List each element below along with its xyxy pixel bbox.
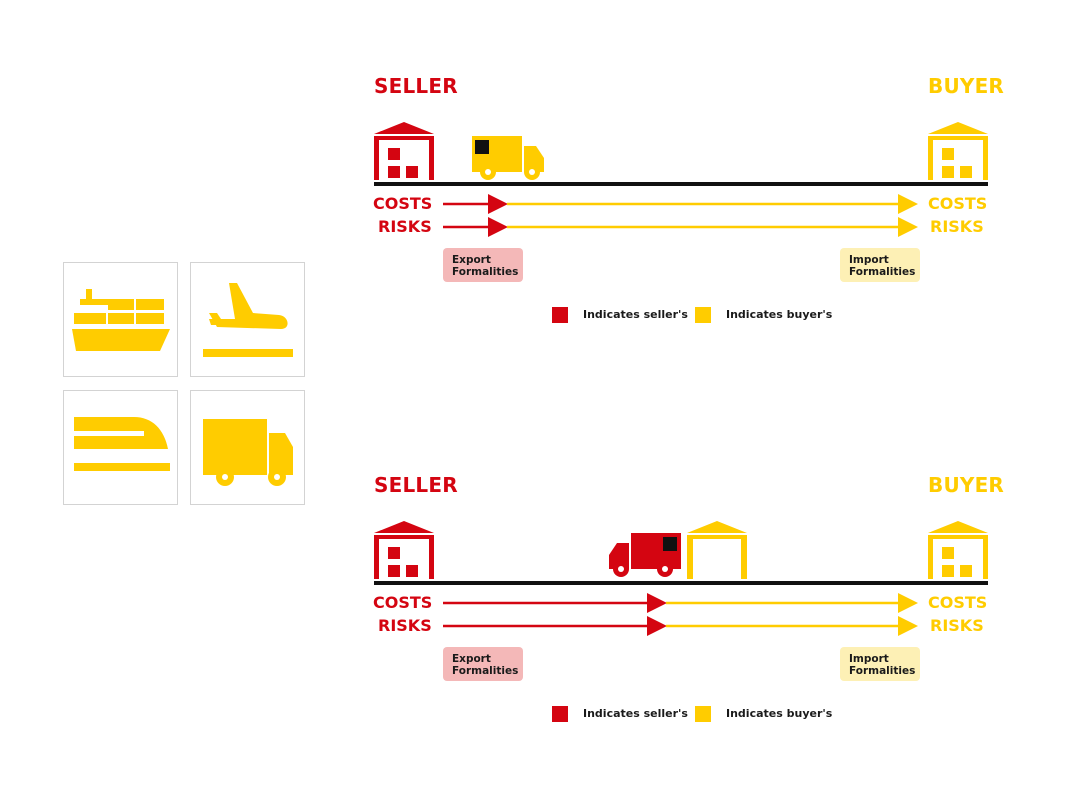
- route-line: [374, 182, 988, 186]
- diagram-ex-works: SELLER BUYER COSTS RISKS COSTS RISKS: [0, 70, 1080, 370]
- terminal-shed-icon: [687, 521, 747, 579]
- truck-icon: [203, 419, 293, 486]
- train-icon: [74, 417, 170, 471]
- buyer-label: BUYER: [928, 473, 1005, 497]
- risks-label-seller: RISKS: [378, 616, 432, 635]
- legend-seller-swatch: [552, 307, 568, 323]
- costs-label-seller: COSTS: [373, 194, 433, 213]
- risks-label-buyer: RISKS: [930, 616, 984, 635]
- costs-label-buyer: COSTS: [928, 593, 988, 612]
- buyer-label: BUYER: [928, 74, 1005, 98]
- diagram-delivered: SELLER BUYER: [0, 469, 1080, 769]
- seller-label: SELLER: [374, 473, 458, 497]
- legend-seller-swatch: [552, 706, 568, 722]
- flow-lines: [374, 182, 988, 237]
- export-formalities-badge: Export Formalities: [443, 248, 523, 282]
- risks-label-seller: RISKS: [378, 217, 432, 236]
- ship-icon: [72, 289, 170, 351]
- legend-buyer-text: Indicates buyer's: [726, 707, 833, 720]
- seller-warehouse-icon: [374, 122, 434, 180]
- buyer-warehouse-icon: [928, 122, 988, 180]
- risks-label-buyer: RISKS: [930, 217, 984, 236]
- seller-truck-icon: [609, 533, 681, 577]
- route-line: [374, 581, 988, 585]
- seller-warehouse-icon: [374, 521, 434, 579]
- train-tile: [63, 390, 178, 505]
- legend-buyer-text: Indicates buyer's: [726, 308, 833, 321]
- export-formalities-badge: Export Formalities: [443, 647, 523, 681]
- costs-label-buyer: COSTS: [928, 194, 988, 213]
- truck-tile: [190, 390, 305, 505]
- buyer-warehouse-icon: [928, 521, 988, 579]
- seller-label: SELLER: [374, 74, 458, 98]
- legend-buyer-swatch: [695, 307, 711, 323]
- import-formalities-badge: Import Formalities: [840, 248, 920, 282]
- plane-tile: [190, 262, 305, 377]
- legend-buyer-swatch: [695, 706, 711, 722]
- ship-tile: [63, 262, 178, 377]
- plane-icon: [203, 283, 293, 357]
- buyer-truck-icon: [472, 136, 544, 180]
- legend-seller-text: Indicates seller's: [583, 308, 688, 321]
- costs-label-seller: COSTS: [373, 593, 433, 612]
- import-formalities-badge: Import Formalities: [840, 647, 920, 681]
- legend-seller-text: Indicates seller's: [583, 707, 688, 720]
- flow-lines: [374, 581, 988, 636]
